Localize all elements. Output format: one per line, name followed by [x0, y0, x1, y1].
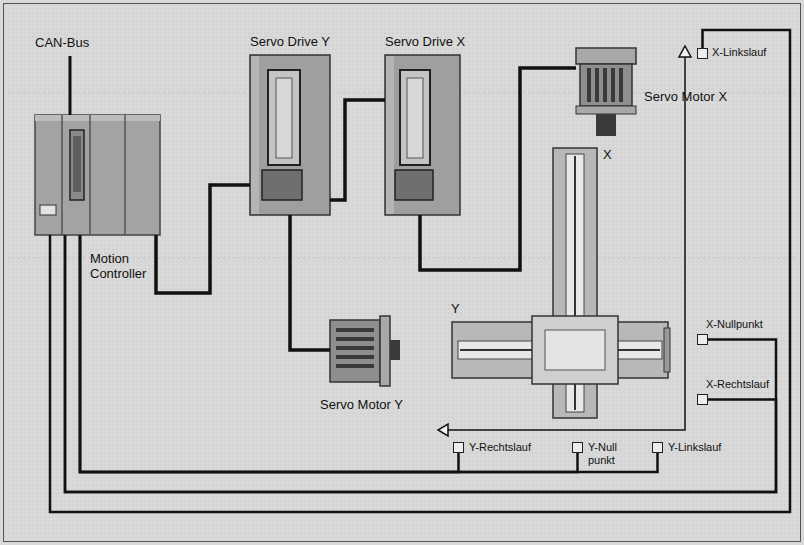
- drive-slot: [268, 70, 300, 165]
- motor-cap: [576, 48, 636, 64]
- motor-body: [330, 320, 380, 382]
- signal-wire: [80, 235, 578, 472]
- module-edge: [89, 115, 91, 235]
- y-rail-end: [664, 328, 670, 372]
- bus-label: CAN-Bus: [35, 36, 89, 51]
- limit-switch: Y-Linkslauf: [652, 442, 663, 453]
- drive-connector: [395, 170, 433, 200]
- drive-body: [250, 55, 330, 215]
- limit-switch: X-Rechtslauf: [697, 394, 708, 405]
- motor-body: [580, 64, 632, 106]
- device-label: Servo Motor X: [644, 90, 727, 105]
- motor-fin: [336, 337, 374, 341]
- cable: [420, 68, 576, 270]
- xy-gantry: [452, 148, 670, 418]
- servo-motor-y-unit: [330, 316, 400, 386]
- cable: [290, 215, 330, 350]
- drive-shade: [386, 56, 394, 214]
- module-edge: [61, 115, 63, 235]
- motion-controller: Motion Controller: [35, 115, 160, 235]
- rack-top: [35, 115, 160, 121]
- drive-connector: [262, 170, 302, 200]
- drive-shade: [251, 56, 259, 214]
- servo-drive: Servo Drive X: [385, 55, 460, 215]
- signal-wire: [50, 30, 790, 512]
- arrow-up: [679, 46, 691, 57]
- limit-switch: Y-Null punkt: [572, 442, 583, 453]
- direction-arrows: [438, 46, 691, 436]
- servo-motor: Servo Motor Y: [330, 316, 400, 386]
- limit-switch: X-Nullpunkt: [697, 334, 708, 345]
- device-label: Y-Rechtslauf: [469, 441, 531, 454]
- device-label: Y-Linkslauf: [668, 441, 721, 454]
- motor-shaft: [390, 340, 400, 360]
- motor-fin: [619, 68, 623, 102]
- can-bus-wire: [69, 56, 72, 115]
- motion-controller-rack: [35, 115, 160, 235]
- device-label: Y-Null punkt: [588, 441, 628, 466]
- motor-flange: [380, 316, 390, 386]
- servo-drive-x-unit: [385, 55, 460, 215]
- y-rail: [452, 322, 668, 378]
- motor-fin: [603, 68, 607, 102]
- drive-slot: [400, 70, 430, 165]
- module-display-inner: [73, 136, 81, 192]
- servo-motor: Servo Motor X: [576, 48, 636, 136]
- module-port: [40, 205, 56, 215]
- motor-fin: [611, 68, 615, 102]
- device-label: Servo Motor Y: [320, 398, 403, 413]
- device-label: Servo Drive Y: [250, 35, 330, 50]
- motor-flange: [576, 106, 636, 114]
- carriage: [532, 316, 618, 384]
- signal-wire: [80, 235, 658, 472]
- signal-wire: [65, 235, 776, 492]
- servo-drive: Servo Drive Y: [250, 55, 330, 215]
- motor-fin: [336, 355, 374, 359]
- direction-line: [448, 57, 685, 430]
- arrow-left: [438, 424, 448, 436]
- motor-fin: [595, 68, 599, 102]
- drive-slot-inner: [407, 78, 423, 158]
- axis-label: X: [603, 148, 612, 163]
- device-label: Servo Drive X: [385, 35, 465, 50]
- drive-slot-inner: [276, 78, 292, 158]
- servo-drive-y-unit: [250, 55, 330, 215]
- drive-body: [385, 55, 460, 215]
- device-label: X-Linkslauf: [712, 46, 766, 59]
- limit-switch: X-Linkslauf: [697, 48, 708, 59]
- module-edge: [124, 115, 126, 235]
- signal-wire: [80, 235, 459, 472]
- device-label: X-Rechtslauf: [706, 378, 769, 391]
- device-label: X-Nullpunkt: [706, 318, 763, 331]
- axis-label: Y: [451, 302, 460, 317]
- motor-fin: [587, 68, 591, 102]
- rack-body: [35, 115, 160, 235]
- limit-switch: Y-Rechtslauf: [453, 442, 464, 453]
- carriage-block: [545, 330, 605, 370]
- motor-fin: [336, 328, 374, 332]
- servo-motor-x-unit: [576, 48, 636, 136]
- motor-shaft: [596, 114, 616, 136]
- cable: [330, 100, 385, 200]
- device-label: Motion Controller: [90, 252, 162, 282]
- cable: [156, 185, 250, 293]
- motor-fin: [336, 346, 374, 350]
- signal-wire: [65, 235, 776, 492]
- motor-fin: [336, 364, 374, 368]
- frame: [4, 4, 801, 542]
- module-display: [70, 130, 84, 200]
